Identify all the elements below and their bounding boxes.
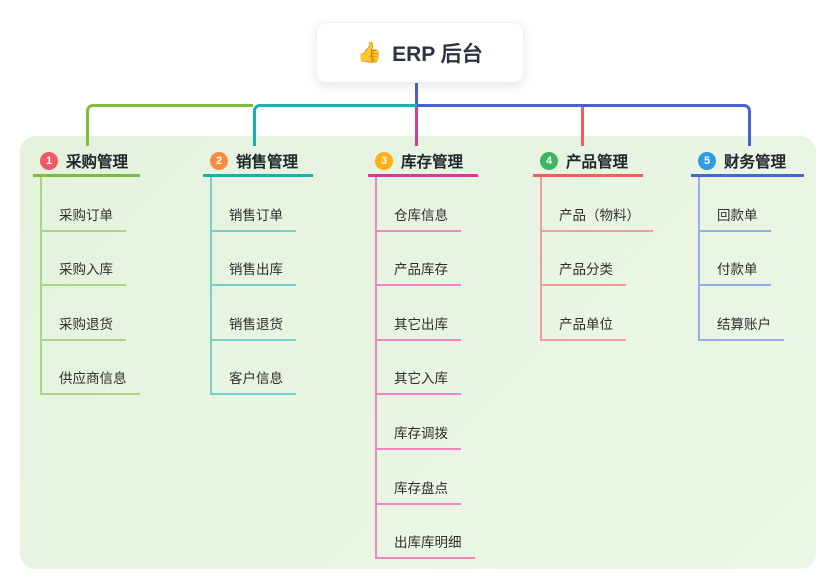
node-label: 产品单位: [559, 316, 613, 332]
node-label: 销售订单: [229, 207, 283, 223]
branch-children-product: 产品（物料） 产品分类 产品单位: [540, 177, 653, 341]
node-supplier-info[interactable]: 供应商信息: [42, 341, 140, 396]
branch-children-inventory: 仓库信息 产品库存 其它出库 其它入库 库存调拨 库存盘点 出库库明细: [375, 177, 478, 560]
node-purchase-order[interactable]: 采购订单: [42, 177, 126, 232]
node-warehouse-info[interactable]: 仓库信息: [377, 177, 461, 232]
root-connector-line: [415, 81, 418, 105]
branch-title-label: 库存管理: [401, 153, 464, 171]
node-label: 采购入库: [59, 262, 113, 278]
node-inout-detail[interactable]: 出库库明细: [377, 505, 475, 560]
node-label: 付款单: [717, 262, 758, 278]
branch-title-inventory[interactable]: 3 库存管理: [368, 147, 478, 177]
branch-number-badge: 3: [375, 151, 393, 170]
bus-segment-purchase: [86, 104, 253, 146]
branch-finance-management: 5 财务管理 回款单 付款单 结算账户: [691, 147, 804, 341]
node-label: 库存调拨: [394, 425, 448, 441]
branch-children-sales: 销售订单 销售出库 销售退货 客户信息: [210, 177, 313, 396]
node-label: 销售退货: [229, 316, 283, 332]
node-label: 产品库存: [394, 262, 448, 278]
branch-product-management: 4 产品管理 产品（物料） 产品分类 产品单位: [533, 147, 653, 341]
node-sales-order[interactable]: 销售订单: [212, 177, 296, 232]
node-product-stock[interactable]: 产品库存: [377, 232, 461, 287]
branch-inventory-management: 3 库存管理 仓库信息 产品库存 其它出库 其它入库 库存调拨 库存盘点 出库库…: [368, 147, 478, 560]
branch-number-badge: 2: [210, 151, 228, 170]
branch-title-finance[interactable]: 5 财务管理: [691, 147, 804, 177]
thumbs-up-icon: 👍: [357, 42, 383, 64]
node-label: 回款单: [717, 207, 758, 223]
branch-title-label: 财务管理: [724, 153, 787, 171]
node-receipt-doc[interactable]: 回款单: [700, 177, 771, 232]
node-payment-doc[interactable]: 付款单: [700, 232, 771, 287]
branch-title-sales[interactable]: 2 销售管理: [203, 147, 313, 177]
node-stock-transfer[interactable]: 库存调拨: [377, 395, 461, 450]
node-other-outbound[interactable]: 其它出库: [377, 286, 461, 341]
node-label: 采购退货: [59, 316, 113, 332]
node-label: 产品（物料）: [559, 207, 640, 223]
node-label: 采购订单: [59, 207, 113, 223]
node-sales-outbound[interactable]: 销售出库: [212, 232, 296, 287]
node-customer-info[interactable]: 客户信息: [212, 341, 296, 396]
branch-title-label: 销售管理: [236, 153, 299, 171]
node-purchase-inbound[interactable]: 采购入库: [42, 232, 126, 287]
node-product-unit[interactable]: 产品单位: [542, 286, 626, 341]
branch-title-label: 产品管理: [566, 153, 629, 171]
node-product-category[interactable]: 产品分类: [542, 232, 626, 287]
branch-number-badge: 4: [540, 151, 558, 170]
bus-segment-sales: [253, 104, 417, 146]
node-label: 出库库明细: [394, 535, 462, 551]
branches-panel: [20, 136, 816, 569]
node-stock-taking[interactable]: 库存盘点: [377, 450, 461, 505]
node-label: 仓库信息: [394, 207, 448, 223]
branch-title-purchase[interactable]: 1 采购管理: [33, 147, 140, 177]
branch-number-badge: 1: [40, 151, 58, 170]
node-other-inbound[interactable]: 其它入库: [377, 341, 461, 396]
bus-segment-finance: [417, 104, 751, 146]
branch-number-badge: 5: [698, 151, 716, 170]
root-node-erp-backend[interactable]: 👍 ERP 后台: [316, 22, 524, 83]
node-label: 库存盘点: [394, 480, 448, 496]
node-label: 供应商信息: [59, 371, 127, 387]
node-settlement-account[interactable]: 结算账户: [700, 286, 784, 341]
branch-purchase-management: 1 采购管理 采购订单 采购入库 采购退货 供应商信息: [33, 147, 140, 396]
node-sales-return[interactable]: 销售退货: [212, 286, 296, 341]
node-label: 销售出库: [229, 262, 283, 278]
node-label: 结算账户: [717, 316, 771, 332]
node-label: 其它出库: [394, 316, 448, 332]
node-label: 产品分类: [559, 262, 613, 278]
branch-children-finance: 回款单 付款单 结算账户: [698, 177, 804, 341]
node-product-material[interactable]: 产品（物料）: [542, 177, 653, 232]
branch-title-label: 采购管理: [66, 153, 129, 171]
node-purchase-return[interactable]: 采购退货: [42, 286, 126, 341]
node-label: 客户信息: [229, 371, 283, 387]
drop-line-product: [581, 107, 584, 146]
root-node-label: ERP 后台: [392, 42, 483, 66]
node-label: 其它入库: [394, 371, 448, 387]
branch-title-product[interactable]: 4 产品管理: [533, 147, 643, 177]
branch-children-purchase: 采购订单 采购入库 采购退货 供应商信息: [40, 177, 140, 396]
branch-sales-management: 2 销售管理 销售订单 销售出库 销售退货 客户信息: [203, 147, 313, 396]
drop-line-inventory: [415, 107, 418, 146]
